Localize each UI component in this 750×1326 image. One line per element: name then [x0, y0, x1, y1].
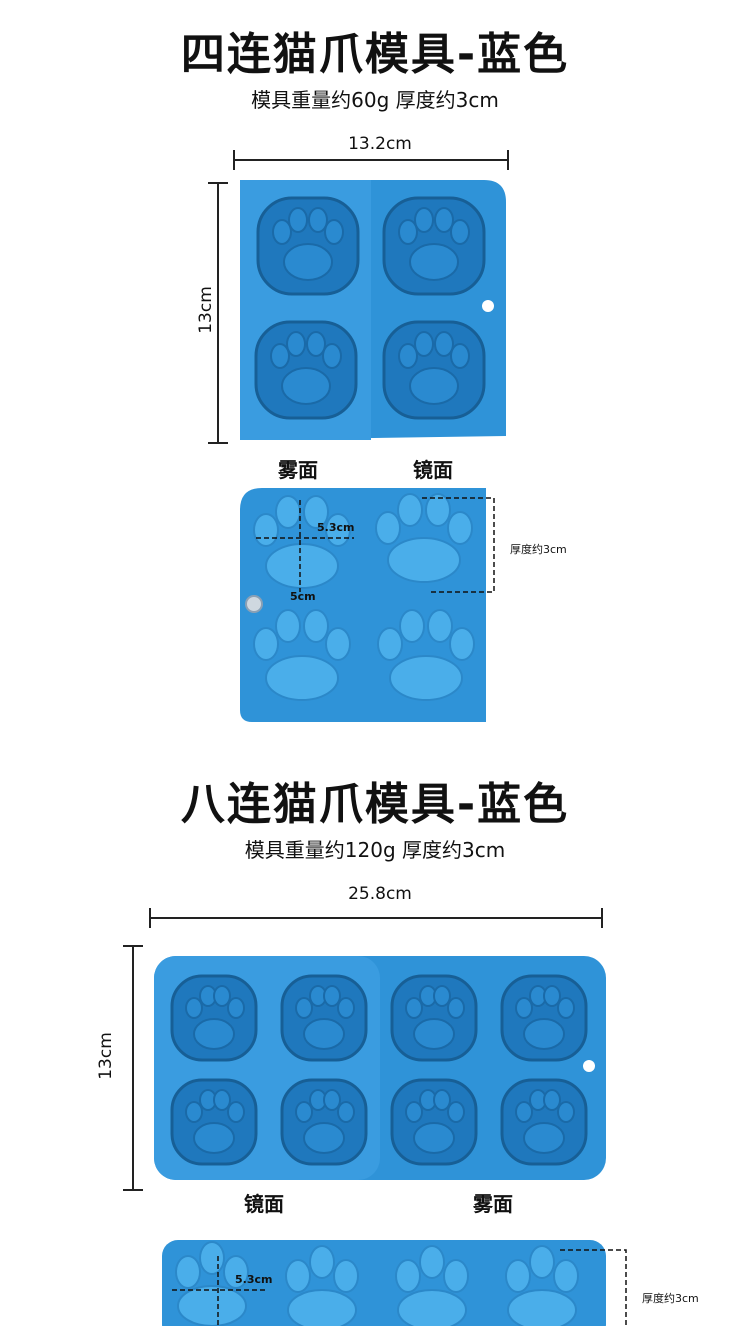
section1-detail-height: 5cm	[290, 590, 316, 603]
section2-detail-thickness: 厚度约3cm	[642, 1292, 699, 1305]
paw-print	[185, 985, 575, 1154]
section2-title: 八连猫爪模具-蓝色	[180, 779, 570, 830]
section1-detail-thickness: 厚度约3cm	[510, 543, 567, 556]
section1-figures	[208, 150, 509, 722]
section1-label-mirror: 镜面	[413, 458, 453, 482]
section2-height-dimension	[123, 945, 143, 1191]
detail-dimension-lines	[256, 497, 495, 593]
paw-print	[270, 207, 470, 405]
section2-mold-top-view	[154, 956, 606, 1180]
section2-label-matte: 雾面	[473, 1192, 513, 1216]
section1-title: 四连猫爪模具-蓝色	[180, 29, 570, 80]
section1-label-matte: 雾面	[278, 458, 318, 482]
section2-width-dimension	[149, 908, 603, 928]
raised-paw	[175, 1241, 579, 1326]
section1-detail-width: 5.3cm	[317, 521, 355, 534]
section1-width-dimension	[233, 150, 509, 170]
section1-height-dimension	[208, 182, 228, 444]
section2-mold-bottom-view	[162, 1240, 627, 1326]
section1-mold-bottom-view	[240, 488, 495, 722]
raised-paw	[253, 493, 475, 701]
section1-mold-top-view	[240, 180, 506, 440]
section1-width-label: 13.2cm	[348, 134, 412, 154]
section2-label-mirror: 镜面	[244, 1192, 284, 1216]
section1-subtitle: 模具重量约60g 厚度约3cm	[251, 88, 499, 112]
section2-subtitle: 模具重量约120g 厚度约3cm	[244, 838, 506, 862]
detail-dimension-lines	[172, 1249, 627, 1326]
section2-detail-width: 5.3cm	[235, 1273, 273, 1286]
section2-width-label: 25.8cm	[348, 884, 412, 904]
